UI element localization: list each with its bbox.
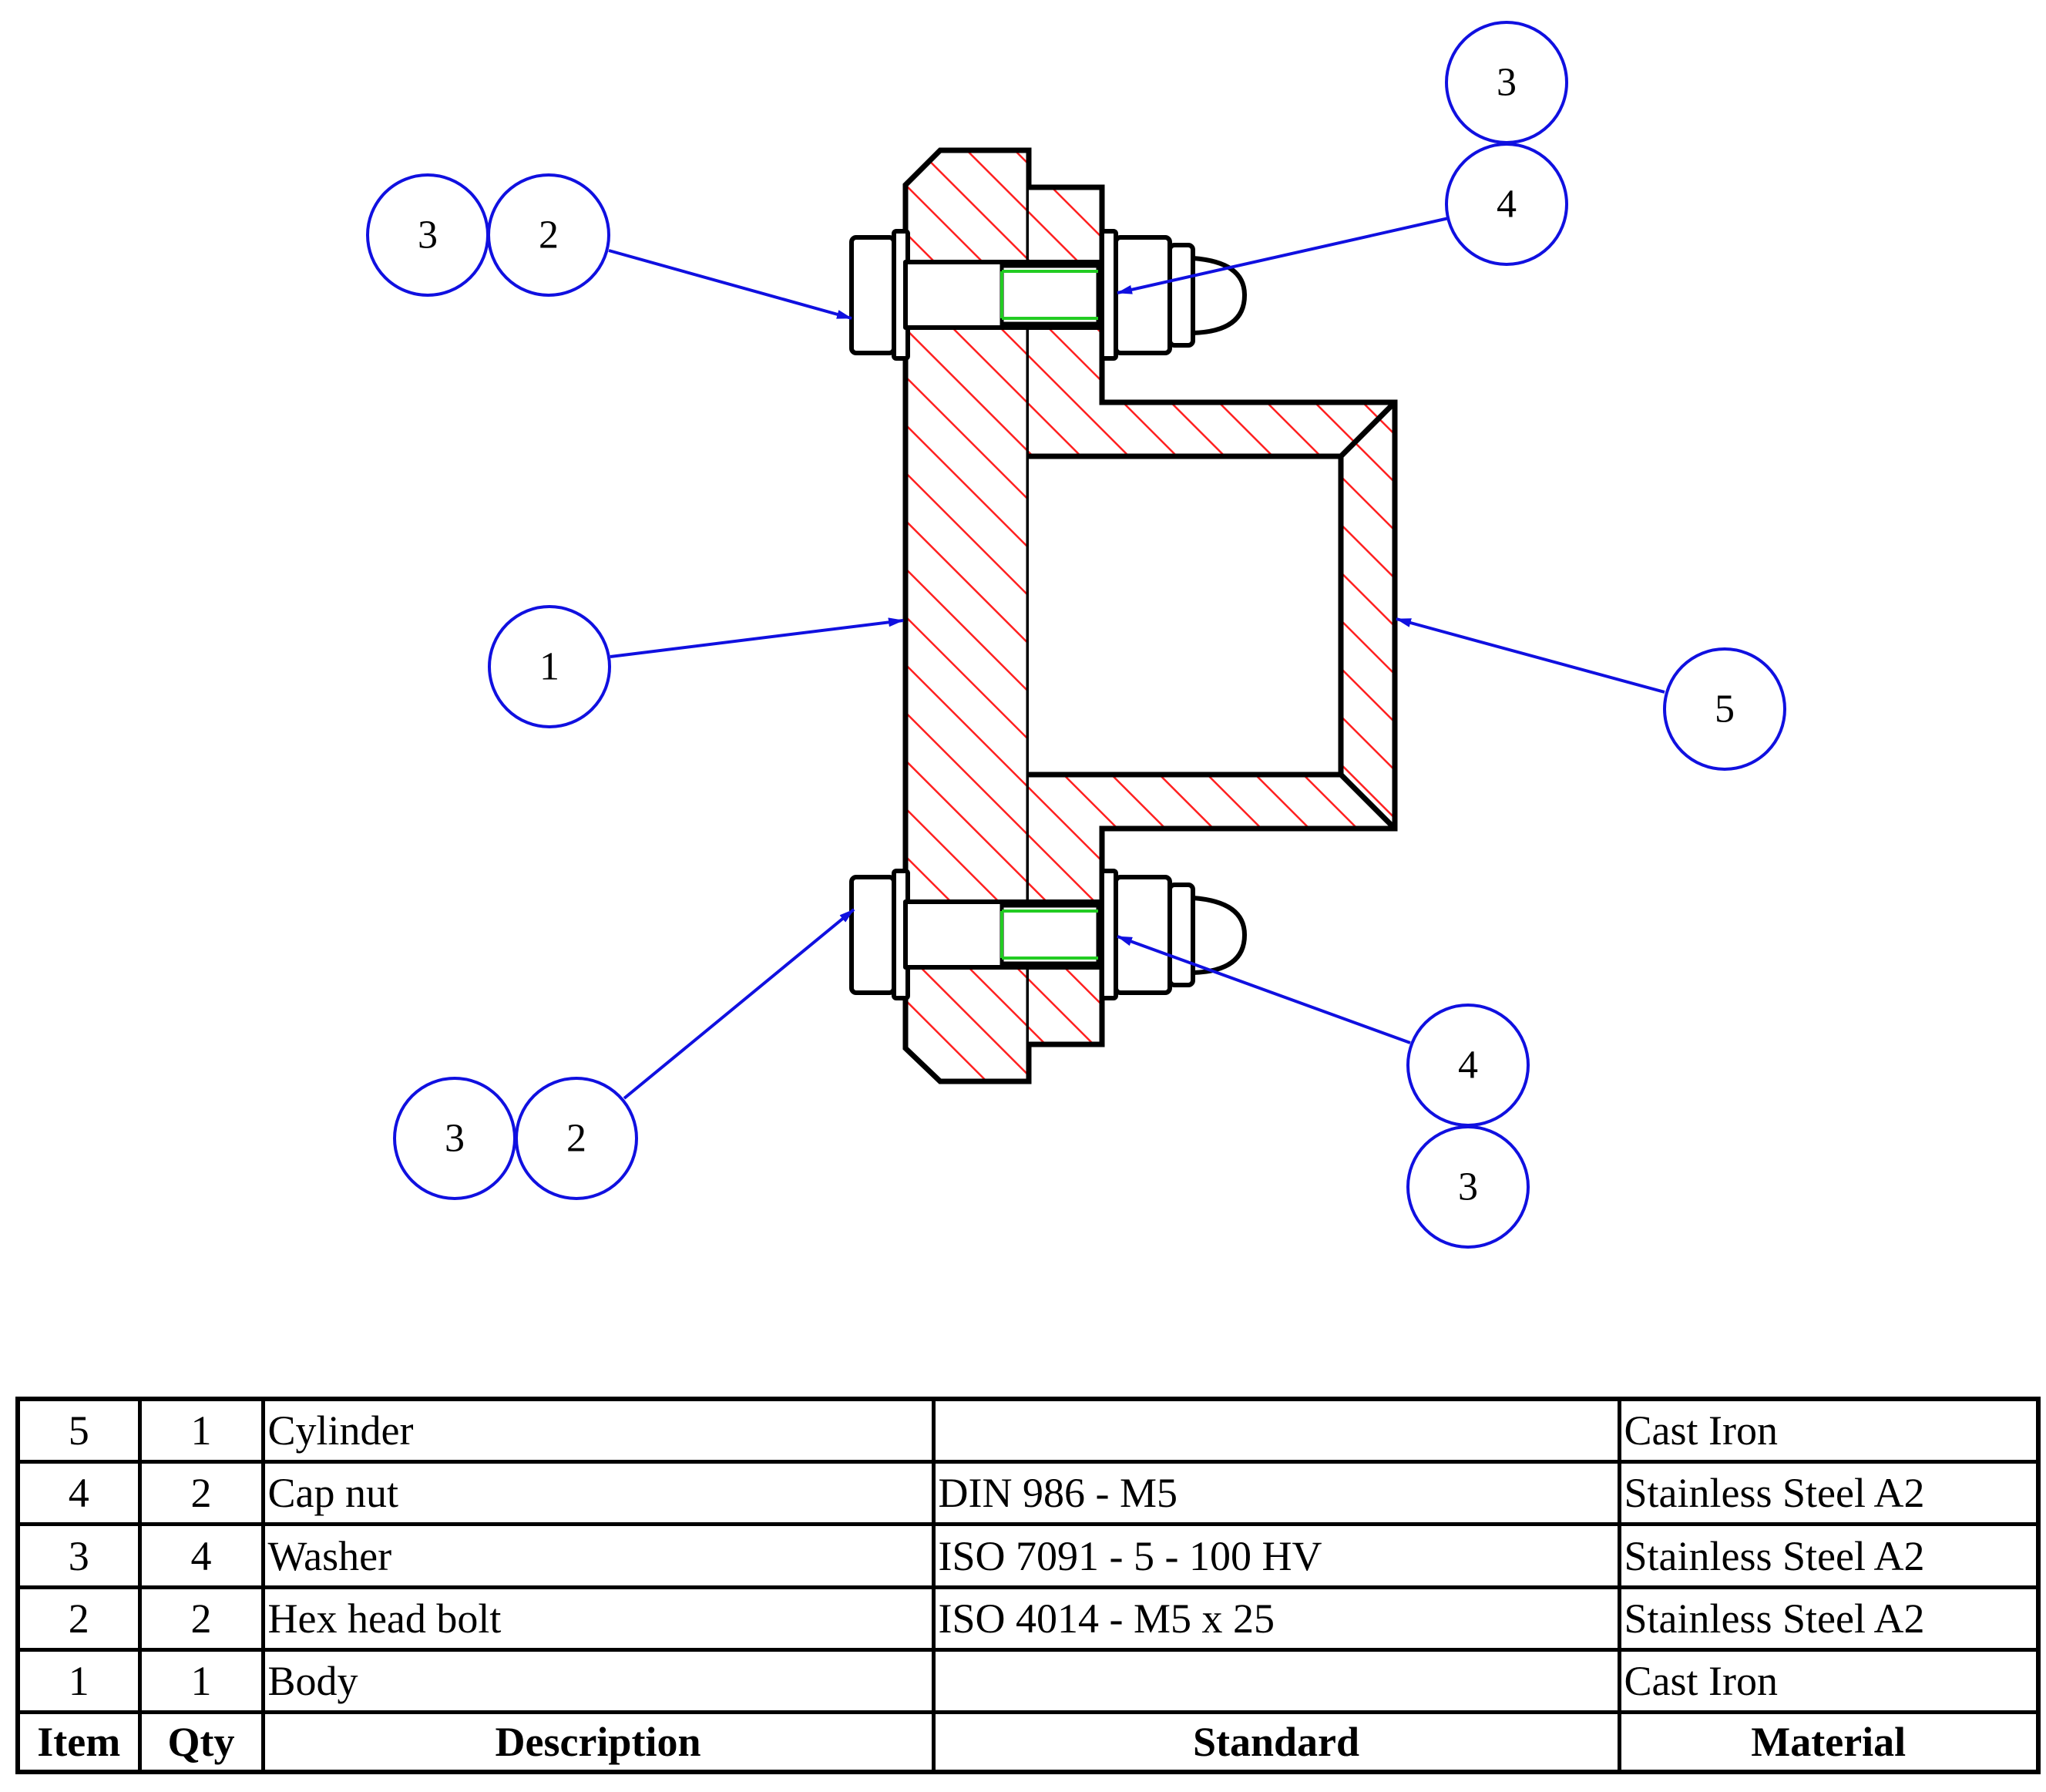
bom-cell-qty: 4 [137, 1522, 265, 1589]
svg-text:2: 2 [566, 1117, 586, 1161]
header-item: Item [15, 1710, 142, 1774]
bom-cell-description: Cylinder [260, 1397, 936, 1464]
leader-lines [608, 217, 1665, 1100]
svg-text:4: 4 [1458, 1044, 1478, 1088]
bom-cell-material: Cast Iron [1617, 1397, 2041, 1464]
svg-text:4: 4 [1497, 183, 1517, 227]
leader-top-right [1117, 217, 1450, 294]
assembly-section-drawing: 3 2 3 4 1 5 3 2 4 3 [366, 21, 1786, 1249]
balloon-top-right-nut: 4 [1445, 143, 1568, 266]
svg-text:5: 5 [1715, 688, 1735, 731]
bom-cell-qty: 2 [137, 1585, 265, 1652]
cap-nut [1114, 875, 1172, 995]
bom-cell-description: Washer [260, 1522, 936, 1589]
leader-body [610, 617, 904, 658]
balloon-body: 1 [488, 605, 611, 728]
balloon-bottom-right-washer: 3 [1406, 1125, 1530, 1249]
header-material: Material [1617, 1710, 2041, 1774]
bom-cell-item: 3 [15, 1522, 142, 1589]
balloon-top-left-washer: 3 [366, 173, 489, 297]
svg-text:3: 3 [1497, 61, 1517, 105]
bom-cell-standard: DIN 986 - M5 [931, 1460, 1621, 1527]
bom-cell-description: Hex head bolt [260, 1585, 936, 1652]
bom-cell-standard: ISO 7091 - 5 - 100 HV [931, 1522, 1621, 1589]
balloon-cylinder: 5 [1663, 647, 1786, 771]
bom-cell-description: Cap nut [260, 1460, 936, 1527]
svg-text:3: 3 [445, 1117, 465, 1161]
bom-cell-material: Stainless Steel A2 [1617, 1522, 2041, 1589]
cap-nut [1114, 235, 1172, 355]
bolt-head [849, 235, 896, 355]
bom-cell-qty: 1 [137, 1647, 265, 1715]
top-bolt-assembly [849, 229, 1247, 361]
balloon-top-left-bolt: 2 [487, 173, 610, 297]
bom-cell-standard [931, 1647, 1621, 1715]
bom-cell-material: Stainless Steel A2 [1617, 1460, 2041, 1527]
bom-cell-qty: 2 [137, 1460, 265, 1527]
bom-cell-item: 2 [15, 1585, 142, 1652]
header-description: Description [260, 1710, 936, 1774]
bottom-bolt-assembly [849, 869, 1247, 1000]
header-standard: Standard [931, 1710, 1621, 1774]
svg-text:3: 3 [418, 213, 438, 257]
bom-cell-qty: 1 [137, 1397, 265, 1464]
svg-text:3: 3 [1458, 1165, 1478, 1209]
leader-bottom-right [1117, 935, 1411, 1044]
leader-bottom-left [623, 908, 855, 1100]
balloon-top-right-washer: 3 [1445, 21, 1568, 144]
bom-cell-standard [931, 1397, 1621, 1464]
svg-text:1: 1 [539, 645, 559, 689]
bom-cell-standard: ISO 4014 - M5 x 25 [931, 1585, 1621, 1652]
bom-header-row: Item Qty Description Standard Material [15, 1710, 2041, 1774]
bom-cell-item: 4 [15, 1460, 142, 1527]
balloon-bottom-left-bolt: 2 [515, 1077, 638, 1200]
bom-cell-material: Stainless Steel A2 [1617, 1585, 2041, 1652]
bom-cell-material: Cast Iron [1617, 1647, 2041, 1715]
bom-cell-description: Body [260, 1647, 936, 1715]
leader-cylinder [1396, 617, 1665, 694]
balloon-bottom-right-nut: 4 [1406, 1004, 1530, 1127]
balloon-bottom-left-washer: 3 [393, 1077, 516, 1200]
body-part [902, 147, 1032, 1084]
bolt-head [849, 875, 896, 995]
svg-text:2: 2 [539, 213, 559, 257]
cylinder-part [1029, 184, 1398, 1047]
bom-cell-item: 5 [15, 1397, 142, 1464]
bom-cell-item: 1 [15, 1647, 142, 1715]
header-qty: Qty [137, 1710, 265, 1774]
leader-top-left [608, 249, 852, 320]
